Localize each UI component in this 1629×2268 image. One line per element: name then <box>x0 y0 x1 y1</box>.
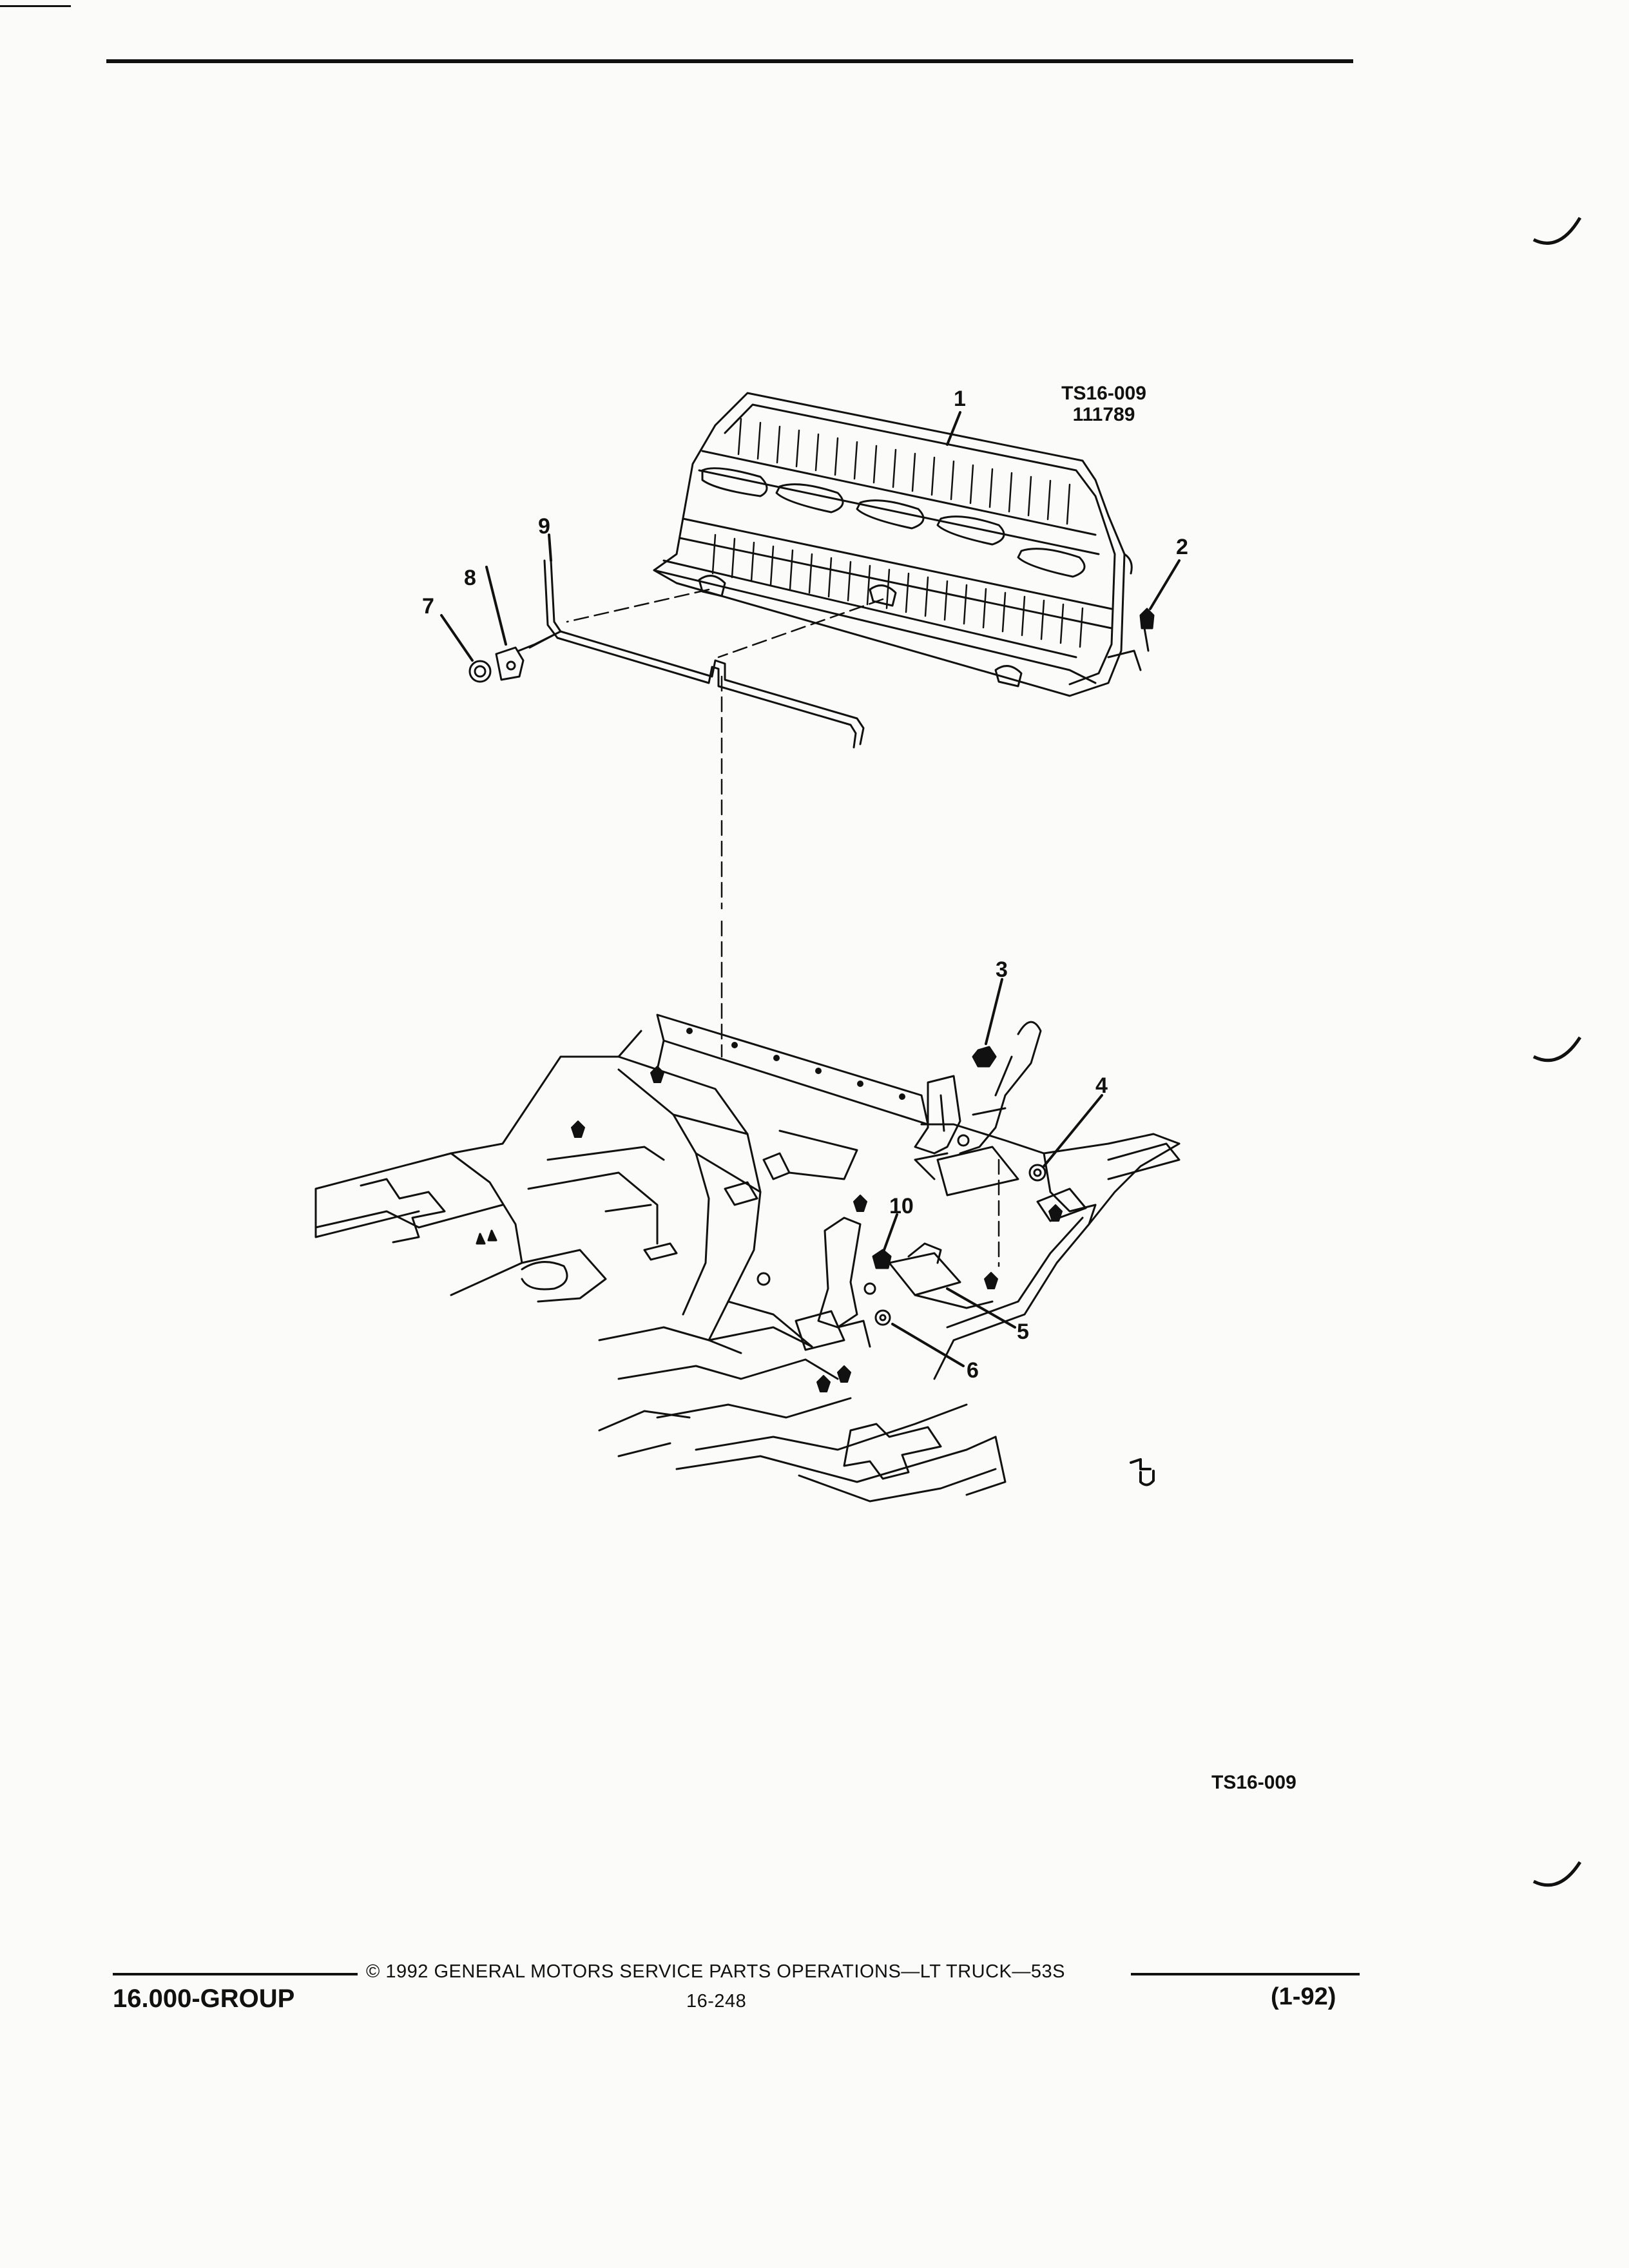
page-number: 16-248 <box>686 1991 747 2012</box>
callout-4: 4 <box>1095 1073 1108 1098</box>
callout-2: 2 <box>1176 535 1188 559</box>
footer-rule-left <box>113 1973 358 1975</box>
part-2-bolt <box>1139 559 1181 652</box>
part-8-clip <box>485 566 525 681</box>
bow-tie-mark <box>1130 1458 1155 1486</box>
figure-number-text: 111789 <box>1072 404 1135 425</box>
callout-8: 8 <box>464 566 476 590</box>
figure-code: TS16-009 111789 <box>1055 383 1152 425</box>
callout-6: 6 <box>967 1358 979 1383</box>
corner-mark <box>0 5 71 7</box>
part-9-rod <box>517 533 865 749</box>
callout-7: 7 <box>422 594 434 619</box>
part-3-nut <box>972 978 1003 1068</box>
callout-1: 1 <box>954 387 966 411</box>
panel-part <box>653 392 1142 697</box>
seat-bracket-upper <box>914 1021 1042 1196</box>
copyright-line: © 1992 GENERAL MOTORS SERVICE PARTS OPER… <box>366 1961 1065 1982</box>
footer-rule-right <box>1131 1973 1360 1975</box>
callout-9: 9 <box>538 514 550 539</box>
part-4-nut <box>1028 1094 1103 1182</box>
group-number: 16.000-GROUP <box>113 1984 295 2013</box>
callout-3: 3 <box>996 957 1008 982</box>
figure-code-footer: TS16-009 <box>1211 1772 1296 1793</box>
part-7-nut <box>440 614 492 683</box>
callout-10: 10 <box>889 1194 914 1218</box>
callout-5: 5 <box>1017 1320 1029 1344</box>
part-5-leader <box>946 1287 1016 1329</box>
revision-date: (1-92) <box>1271 1983 1336 2010</box>
seat-bracket-lower <box>795 1216 994 1351</box>
figure-code-text: TS16-009 <box>1061 383 1146 404</box>
floor-studs <box>571 1066 1063 1392</box>
header-rule <box>106 59 1353 63</box>
part-10-bolt <box>872 1213 898 1269</box>
floor-pan <box>314 1014 1181 1503</box>
part-6-nut <box>874 1309 965 1367</box>
